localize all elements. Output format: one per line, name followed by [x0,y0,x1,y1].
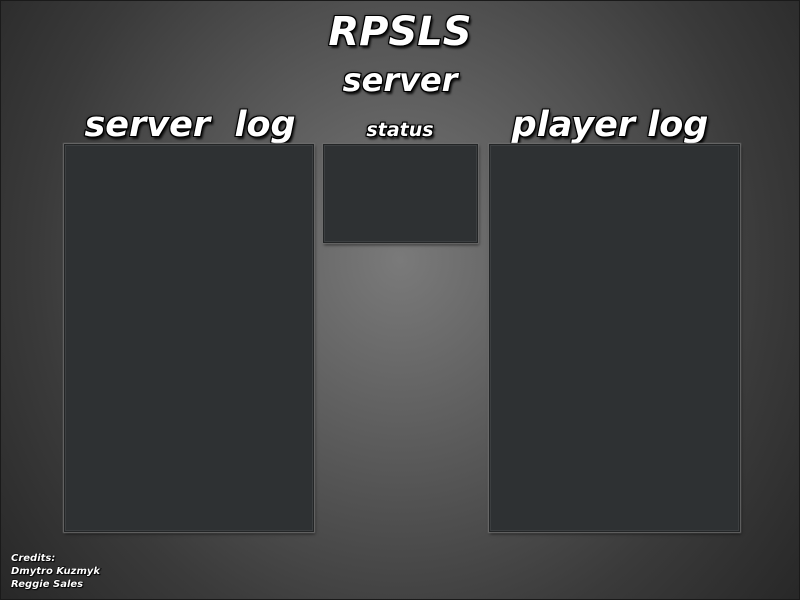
player-log-panel[interactable] [489,144,740,532]
status-heading: status [365,118,434,142]
credits-name: Dmytro Kuzmyk [10,566,101,578]
app-title: RPSLS [327,8,472,56]
status-panel[interactable] [323,144,478,243]
server-log-heading: server log [83,104,296,146]
credits-heading: Credits: [10,553,56,565]
credits-name: Reggie Sales [10,579,84,591]
app-subtitle: server [342,60,459,100]
server-log-panel[interactable] [64,144,314,532]
credits: Credits: Dmytro Kuzmyk Reggie Sales [10,552,101,591]
player-log-heading: player log [511,104,710,146]
